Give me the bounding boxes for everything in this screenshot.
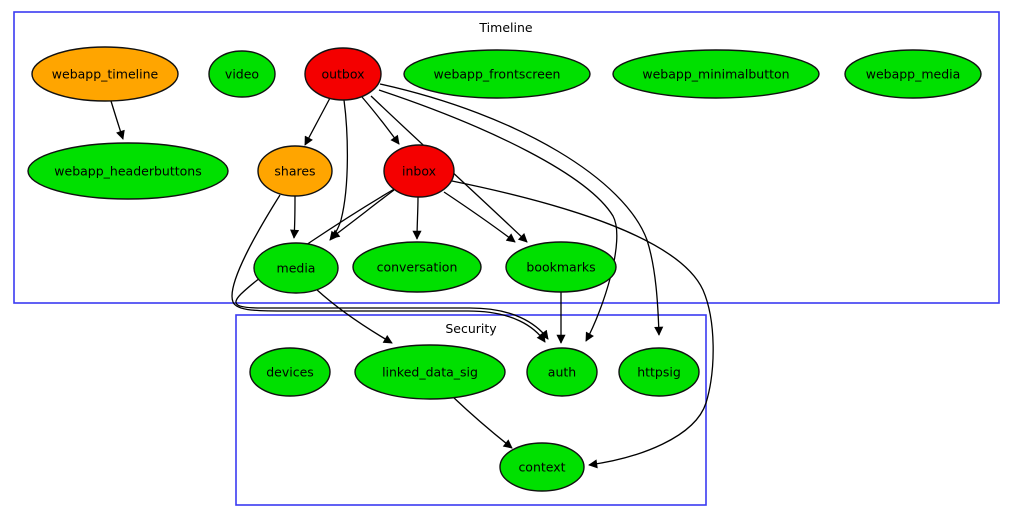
node-outbox-ellipse	[304, 47, 382, 101]
node-webapp_headerbuttons: webapp_headerbuttons	[27, 142, 229, 200]
edge-shares-to-auth	[231, 194, 546, 343]
node-httpsig-ellipse	[618, 347, 700, 397]
cluster-security-label: Security	[445, 321, 497, 336]
edge-inbox-to-bookmarks	[443, 191, 516, 243]
node-context-label: context	[518, 460, 565, 475]
node-linked_data_sig-label: linked_data_sig	[382, 365, 478, 380]
node-webapp_timeline-ellipse	[31, 46, 179, 102]
node-context: context	[499, 442, 585, 492]
node-video-ellipse	[208, 50, 276, 98]
node-outbox: outbox	[304, 47, 382, 101]
node-webapp_timeline: webapp_timeline	[31, 46, 179, 102]
edge-inbox-to-auth	[235, 187, 549, 340]
edge-shares-to-media	[290, 195, 300, 239]
node-webapp_media-ellipse	[844, 49, 982, 99]
cluster-timeline-border	[13, 11, 1000, 304]
cluster-security-border	[235, 314, 707, 506]
node-webapp_timeline-label: webapp_timeline	[52, 67, 159, 82]
node-webapp_media: webapp_media	[844, 49, 982, 99]
node-httpsig: httpsig	[618, 347, 700, 397]
node-inbox: inbox	[383, 144, 455, 198]
edge-linked_data_sig-to-context	[452, 396, 513, 449]
cluster-timeline-label: Timeline	[478, 20, 532, 35]
node-conversation-label: conversation	[377, 260, 458, 275]
node-inbox-label: inbox	[402, 164, 436, 179]
cluster-security: Security	[235, 314, 707, 506]
edge-media-to-linked_data_sig	[315, 288, 393, 344]
node-devices-label: devices	[266, 365, 314, 380]
node-auth-label: auth	[548, 365, 576, 380]
node-webapp_minimalbutton-ellipse	[612, 49, 820, 99]
edge-outbox-to-auth	[378, 89, 618, 342]
edge-inbox-to-context	[451, 180, 714, 469]
node-webapp_frontscreen-label: webapp_frontscreen	[434, 67, 561, 82]
node-webapp_media-label: webapp_media	[866, 67, 961, 82]
node-shares: shares	[257, 145, 333, 197]
node-bookmarks-label: bookmarks	[526, 260, 595, 275]
node-auth-ellipse	[526, 347, 598, 397]
node-bookmarks-ellipse	[505, 241, 617, 293]
node-linked_data_sig-ellipse	[354, 344, 506, 400]
node-webapp_headerbuttons-ellipse	[27, 142, 229, 200]
node-media-ellipse	[253, 242, 339, 294]
node-webapp_minimalbutton: webapp_minimalbutton	[612, 49, 820, 99]
edge-inbox-to-media	[330, 189, 395, 239]
node-inbox-ellipse	[383, 144, 455, 198]
node-bookmarks: bookmarks	[505, 241, 617, 293]
cluster-timeline: Timeline	[13, 11, 1000, 304]
node-conversation-ellipse	[352, 241, 482, 293]
node-linked_data_sig: linked_data_sig	[354, 344, 506, 400]
node-shares-ellipse	[257, 145, 333, 197]
node-webapp_headerbuttons-label: webapp_headerbuttons	[54, 164, 201, 179]
node-conversation: conversation	[352, 241, 482, 293]
node-httpsig-label: httpsig	[637, 365, 681, 380]
node-devices-ellipse	[249, 347, 331, 397]
node-webapp_frontscreen: webapp_frontscreen	[403, 49, 591, 99]
node-outbox-label: outbox	[321, 67, 364, 82]
node-auth: auth	[526, 347, 598, 397]
node-devices: devices	[249, 347, 331, 397]
node-video: video	[208, 50, 276, 98]
edge-outbox-to-shares	[304, 97, 331, 146]
node-webapp_minimalbutton-label: webapp_minimalbutton	[642, 67, 789, 82]
node-video-label: video	[225, 67, 259, 82]
node-webapp_frontscreen-ellipse	[403, 49, 591, 99]
node-media-label: media	[277, 261, 316, 276]
node-shares-label: shares	[274, 164, 315, 179]
node-context-ellipse	[499, 442, 585, 492]
edge-inbox-to-conversation	[412, 196, 422, 240]
edge-outbox-to-inbox	[361, 96, 400, 145]
edge-outbox-to-httpsig	[379, 83, 664, 336]
node-media: media	[253, 242, 339, 294]
edge-webapp_timeline-to-webapp_headerbuttons	[110, 100, 125, 140]
